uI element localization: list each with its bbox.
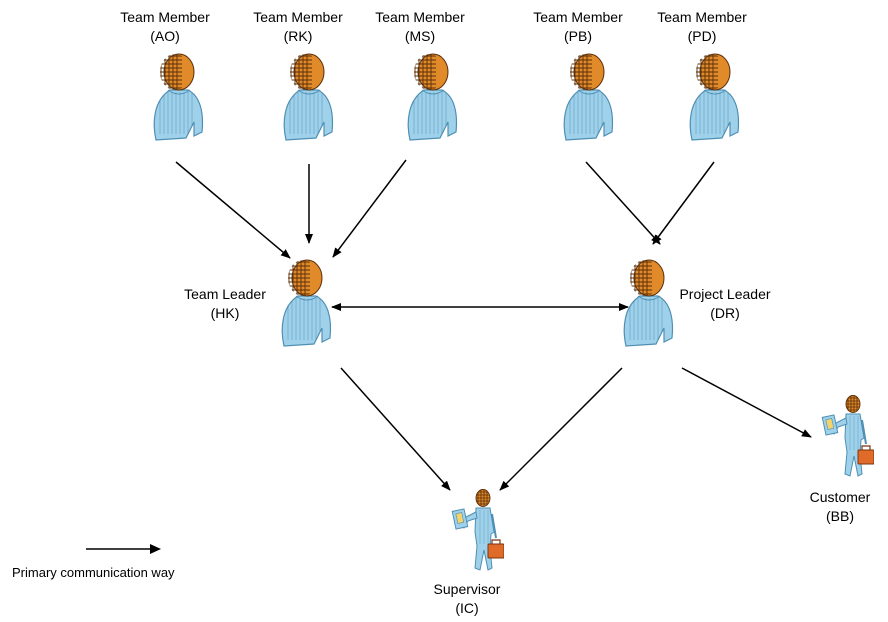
arrow-dr-to-bb <box>681 367 812 438</box>
arrow-hk-to-ic <box>340 367 451 491</box>
label-bb: Customer (BB) <box>800 488 880 526</box>
arrow-ao-to-hk <box>175 161 291 259</box>
initials-text: (AO) <box>150 28 180 44</box>
person-pd <box>686 52 744 147</box>
role-text: Team Member <box>253 9 343 25</box>
pb-figure-icon <box>563 53 614 141</box>
person-dr <box>620 258 678 353</box>
initials-text: (BB) <box>826 508 854 524</box>
legend-arrow-icon <box>86 544 161 554</box>
role-text: Team Member <box>533 9 623 25</box>
initials-text: (IC) <box>455 600 479 616</box>
label-pb: Team Member (PB) <box>528 8 628 46</box>
ic-figure-icon <box>451 489 505 571</box>
role-text: Customer <box>809 489 871 505</box>
hk-figure-icon <box>281 259 332 347</box>
initials-text: (RK) <box>283 28 313 44</box>
initials-text: (HK) <box>210 305 240 321</box>
arrow-pb-to-dr <box>585 161 661 245</box>
label-rk: Team Member (RK) <box>248 8 348 46</box>
role-text: Team Member <box>657 9 747 25</box>
label-ao: Team Member (AO) <box>115 8 215 46</box>
dr-figure-icon <box>623 259 674 347</box>
person-rk <box>280 52 338 147</box>
person-ic <box>444 488 505 579</box>
label-hk: Team Leader (HK) <box>170 285 280 323</box>
role-text: Team Leader <box>184 286 266 302</box>
arrow-ms-to-hk <box>332 159 407 258</box>
person-ms <box>404 52 462 147</box>
rk-figure-icon <box>283 53 334 141</box>
bb-figure-icon <box>821 395 875 477</box>
person-hk <box>278 258 336 353</box>
arrow-pd-to-dr <box>652 161 715 245</box>
initials-text: (PD) <box>687 28 717 44</box>
role-text: Team Member <box>120 9 210 25</box>
label-ms: Team Member (MS) <box>370 8 470 46</box>
role-text: Project Leader <box>679 286 771 302</box>
ms-figure-icon <box>407 53 458 141</box>
initials-text: (PB) <box>564 28 592 44</box>
person-ao <box>150 52 208 147</box>
legend-text: Primary communication way <box>12 565 175 580</box>
person-bb <box>814 394 875 485</box>
pd-figure-icon <box>689 53 740 141</box>
label-pd: Team Member (PD) <box>652 8 752 46</box>
initials-text: (MS) <box>404 28 436 44</box>
ao-figure-icon <box>153 53 204 141</box>
arrow-dr-to-ic <box>499 367 623 491</box>
label-dr: Project Leader (DR) <box>670 285 780 323</box>
person-pb <box>560 52 618 147</box>
role-text: Team Member <box>375 9 465 25</box>
label-ic: Supervisor (IC) <box>422 580 512 618</box>
role-text: Supervisor <box>433 581 501 597</box>
initials-text: (DR) <box>710 305 740 321</box>
